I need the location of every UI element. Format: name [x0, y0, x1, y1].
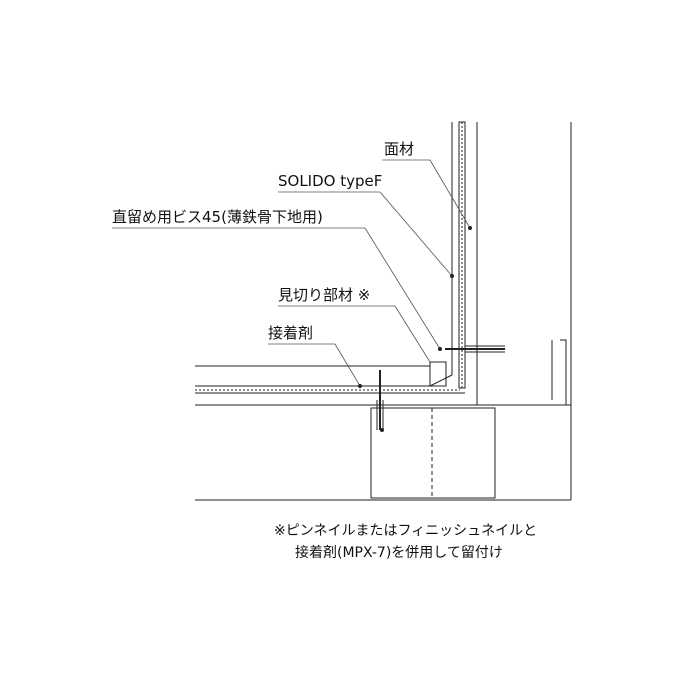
leader-dot-adhesive [358, 384, 362, 388]
note-line-1: ※ピンネイルまたはフィニッシュネイルと [274, 523, 538, 539]
trim-chamfer [429, 374, 453, 387]
label-adhesive: 接着剤 [268, 324, 314, 342]
leader-dot-screw [438, 347, 442, 351]
screw-tip-dot [380, 428, 384, 432]
label-face-material: 面材 [384, 140, 415, 158]
trim-member [429, 361, 447, 387]
leader-adhesive [334, 343, 361, 387]
label-trim: 見切り部材 ※ [278, 286, 371, 304]
note-line-2: 接着剤(MPX-7)を併用して留付け [295, 545, 503, 561]
leader-dot-face-material [468, 226, 472, 230]
leader-trim [394, 305, 431, 363]
leader-screw [364, 227, 441, 350]
label-screw: 直留め用ビス45(薄鉄骨下地用) [112, 208, 323, 226]
leader-dot-solido [450, 274, 454, 278]
steel-channel [476, 335, 567, 406]
base-block [370, 407, 496, 499]
leader-solido [379, 191, 453, 277]
leader-face-material [429, 159, 471, 229]
label-solido: SOLIDO typeF [278, 172, 383, 190]
